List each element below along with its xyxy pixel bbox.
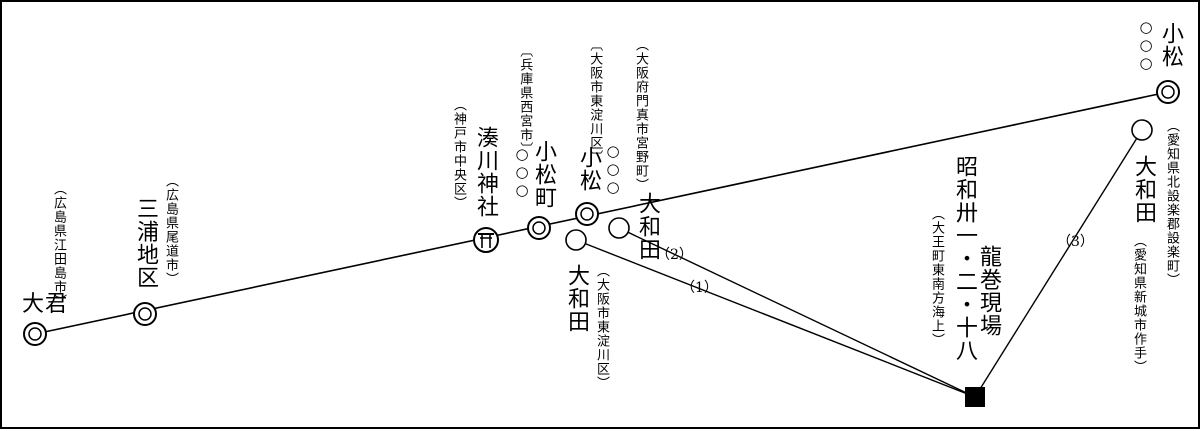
station-komatsu-aichi-name: 小松 xyxy=(1158,22,1183,68)
station-miura-marker xyxy=(133,302,157,326)
route-1-label: （1） xyxy=(681,280,718,296)
station-owada-kadoma-name: 大和田 xyxy=(635,192,660,261)
station-komatsucho-name: 小松町 xyxy=(531,140,556,209)
site-address: （大王町東南方海上） xyxy=(929,207,944,347)
station-komatsu-osaka-marker xyxy=(575,202,599,226)
station-owada-aichi-marker xyxy=(1131,119,1153,141)
station-owada-kadoma-marker xyxy=(608,217,630,239)
route-2-line xyxy=(618,227,976,398)
station-komatsu-osaka-name: 小松 xyxy=(576,146,601,192)
station-ogimi-address: （広島県江田島市） xyxy=(51,182,66,308)
station-owada-higashiyodogawa-address: （大阪市東淀川区） xyxy=(594,264,609,390)
route-2-label: （2） xyxy=(656,247,693,263)
station-komatsucho-marks: ○○○ xyxy=(513,145,531,199)
route-1-line xyxy=(575,239,976,398)
station-miura-address: （広島県尾道市） xyxy=(163,174,178,286)
station-komatsu-aichi-marks: ○○○ xyxy=(1137,18,1155,72)
station-owada-kadoma-address: （大阪府門真市宮野町） xyxy=(633,38,648,192)
station-komatsucho-address: 〔兵庫県西宮市〕 xyxy=(517,44,533,156)
station-owada-aichi-address: （愛知県北設楽郡設楽町） xyxy=(1164,119,1179,287)
site-title: 昭和卅一・二・十八 xyxy=(952,155,977,362)
station-komatsu-aichi-marker xyxy=(1156,80,1180,104)
station-komatsu-osaka-marks: ○○○ xyxy=(604,142,622,196)
station-ogimi-name: 大君 xyxy=(22,292,69,317)
station-minatogawa-name: 湊川神社 xyxy=(473,126,498,218)
station-ogimi-marker xyxy=(23,322,47,346)
station-owada-aichi-address-2: （愛知県新城市作手） xyxy=(1131,234,1146,374)
shrine-icon xyxy=(473,227,499,253)
station-miura-name: 三浦地区 xyxy=(133,197,158,289)
station-owada-higashiyodogawa-marker xyxy=(565,229,587,251)
site-subtitle: 龍巻現場 xyxy=(976,245,1001,337)
route-3-label: （3） xyxy=(1057,234,1094,250)
route-3-line xyxy=(974,129,1143,398)
tornado-site-marker xyxy=(965,387,985,407)
station-owada-aichi-name: 大和田 xyxy=(1131,155,1156,224)
main-line xyxy=(34,91,1169,335)
station-komatsu-osaka-address: 〔大阪市東淀川区〕 xyxy=(587,38,603,164)
station-minatogawa-address: （神戸市中央区） xyxy=(451,98,466,210)
station-owada-higashiyodogawa-name: 大和田 xyxy=(564,264,589,333)
station-komatsucho-marker xyxy=(527,216,551,240)
